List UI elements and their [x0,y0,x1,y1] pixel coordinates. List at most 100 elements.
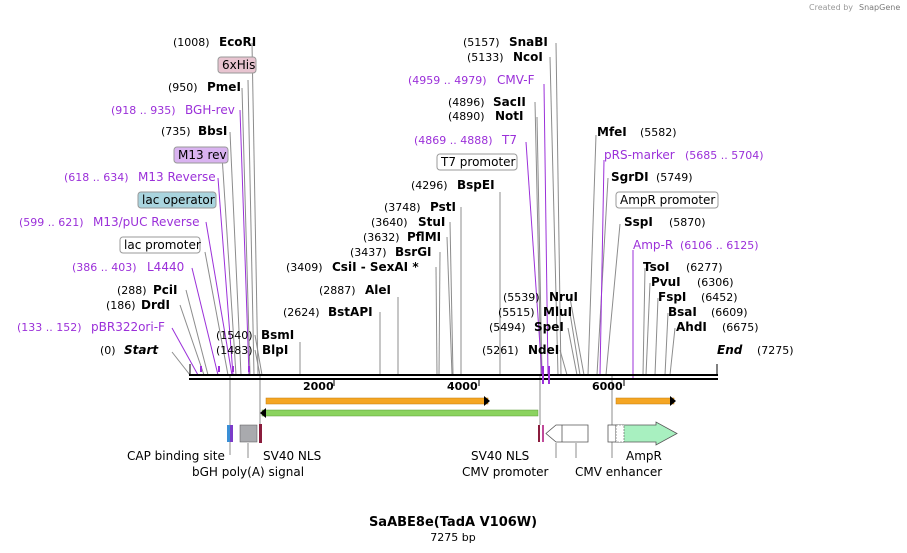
primer-name[interactable]: M13 Reverse [138,170,216,184]
enzyme-name[interactable]: CsiI - SexAI * [332,260,419,274]
enzyme-name[interactable]: TsoI [643,260,669,274]
arrow-right-icon [484,396,490,406]
enzyme-pos: (5261) [482,344,519,357]
orange-feature-bar[interactable] [265,397,489,405]
credit-brand[interactable]: SnapGene [859,3,900,12]
feature-mark-2[interactable] [542,425,544,442]
lac-promoter-label: lac promoter [124,238,201,252]
enzyme-pos: (6277) [686,261,723,274]
sequence-backbone [189,364,718,386]
enzyme-name[interactable]: PciI [153,283,178,297]
primer-name[interactable]: Amp-R [633,238,673,252]
orange-feature-bar-right[interactable] [615,397,675,405]
enzyme-name[interactable]: SgrDI [611,170,649,184]
enzyme-name[interactable]: NdeI [528,343,559,357]
feature-label: CAP binding site [127,449,225,463]
primer-name[interactable]: CMV-F [497,73,535,87]
enzyme-name[interactable]: AleI [365,283,391,297]
enzyme-pos: (2887) [319,284,356,297]
enzyme-pos: (1008) [173,36,210,49]
t7-promoter-box[interactable] [436,153,518,171]
primer-pos: (618 .. 634) [64,171,129,184]
primer-pos: (4869 .. 4888) [414,134,493,147]
enzyme-name[interactable]: FspI [658,290,686,304]
enzyme-name[interactable]: SacII [493,95,526,109]
enzyme-name[interactable]: BsrGI [395,245,432,259]
enzyme-pos: (5582) [640,126,677,139]
m13-rev-box[interactable] [173,146,229,164]
green-feature-bar[interactable] [261,409,539,417]
enzyme-name[interactable]: BspEI [457,178,495,192]
enzyme-name[interactable]: NruI [549,290,578,304]
primer-name[interactable]: pRS-marker [604,148,675,162]
enzyme-name[interactable]: BbsI [198,124,227,138]
lac-operator-box[interactable] [137,191,217,209]
primer-pos: (386 .. 403) [72,261,137,274]
enzyme-name[interactable]: NotI [495,109,524,123]
m13-rev-label: M13 rev [178,148,227,162]
enzyme-pos: (6609) [711,306,748,319]
sv40-nls-mark[interactable] [259,424,262,443]
end-pos: (7275) [757,344,794,357]
credit-prefix: Created by [809,3,853,12]
enzyme-pos: (735) [161,125,191,138]
primer-labels: (918 .. 935) BGH-rev (618 .. 634) M13 Re… [17,73,764,334]
enzyme-name[interactable]: BsaI [668,305,697,319]
start-pos: (0) [100,344,116,357]
enzyme-pos: (6675) [722,321,759,334]
enzyme-pos: (3640) [371,216,408,229]
enzyme-name[interactable]: MluI [543,305,572,319]
cmv-promoter-arrow[interactable] [545,424,589,443]
enzyme-pos: (3748) [384,201,421,214]
axis-tick-label: 4000 [447,380,478,393]
bgh-polya-box[interactable] [239,424,258,443]
enzyme-pos: (6452) [701,291,738,304]
enzyme-name[interactable]: SnaBI [509,35,548,49]
enzyme-pos: (3409) [286,261,323,274]
ampr-arrow[interactable] [615,421,678,446]
enzyme-pos: (5870) [669,216,706,229]
his-tag-box[interactable] [217,56,257,74]
enzyme-name[interactable]: BsmI [261,328,294,342]
enzyme-name[interactable]: EcoRI [219,35,256,49]
lac-operator-label: lac operator [142,193,215,207]
enzyme-name[interactable]: StuI [418,215,445,229]
primer-pos: (4959 .. 4979) [408,74,487,87]
enzyme-name[interactable]: BlpI [262,343,288,357]
enzyme-pos: (6306) [697,276,734,289]
enzyme-pos: (5749) [656,171,693,184]
primer-name[interactable]: BGH-rev [185,103,235,117]
plasmid-title: SaABE8e(TadA V106W) [369,515,537,530]
primer-pos: (918 .. 935) [111,104,176,117]
enzyme-name[interactable]: PvuI [651,275,681,289]
lac-promoter-box[interactable] [119,236,201,254]
enzyme-labels-middle: (2624) BstAPI (2887) AleI (3409) CsiI - … [283,35,548,319]
primer-name[interactable]: M13/pUC Reverse [93,215,200,229]
feature-track [227,396,678,446]
ampr-promoter-box[interactable] [615,191,719,209]
feature-label: SV40 NLS [263,449,321,463]
enzyme-name[interactable]: PstI [430,200,456,214]
primer-name[interactable]: L4440 [147,260,184,274]
feature-mark[interactable] [230,425,233,442]
primer-pos: (5685 .. 5704) [685,149,764,162]
enzyme-pos: (5157) [463,36,500,49]
enzyme-name[interactable]: NcoI [513,50,543,64]
enzyme-name[interactable]: PflMI [407,230,441,244]
enzyme-name[interactable]: PmeI [207,80,241,94]
enzyme-name[interactable]: DrdI [141,298,170,312]
primer-name[interactable]: pBR322ori-F [91,320,165,334]
enzyme-name[interactable]: SspI [624,215,653,229]
enzyme-name[interactable]: AhdI [676,320,707,334]
enzyme-pos: (3632) [363,231,400,244]
cap-binding-site-mark[interactable] [227,425,230,442]
enzyme-name[interactable]: BstAPI [328,305,373,319]
enzyme-pos: (5133) [467,51,504,64]
enzyme-pos: (950) [168,81,198,94]
primer-pos: (6106 .. 6125) [680,239,759,252]
primer-name[interactable]: T7 [501,133,517,147]
enzyme-name[interactable]: MfeI [597,125,627,139]
sv40-nls-mark-2[interactable] [538,425,540,442]
enzyme-name[interactable]: SpeI [534,320,564,334]
cmv-enhancer-box[interactable] [607,424,617,443]
